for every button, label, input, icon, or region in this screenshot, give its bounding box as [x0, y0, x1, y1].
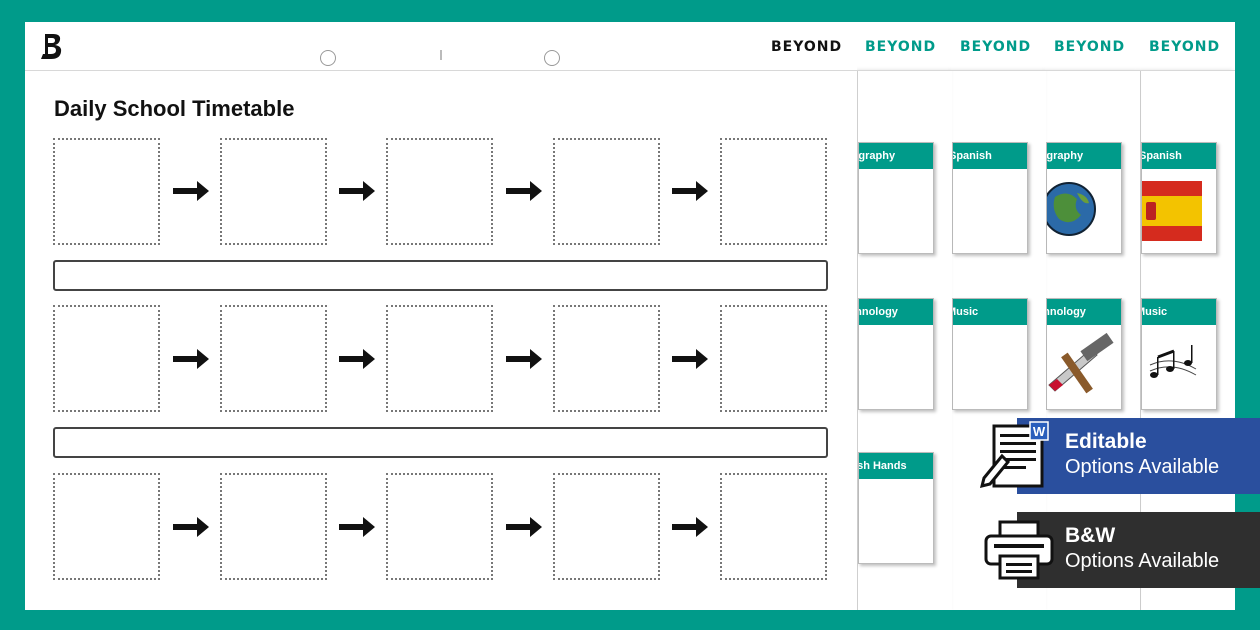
- badge-subtitle: Options Available: [1065, 456, 1220, 478]
- binder-hole: [544, 50, 560, 66]
- card-label: Spanish: [952, 150, 992, 162]
- arrow-right-icon: [672, 181, 708, 201]
- timetable-box: [720, 473, 827, 580]
- arrow-right-icon: [339, 181, 375, 201]
- beyond-tab: BEYOND: [1149, 39, 1221, 55]
- arrow-right-icon: [173, 181, 209, 201]
- globe-icon: [1047, 182, 1096, 236]
- card-wash-hands-empty: Wash Hands: [858, 452, 934, 564]
- divider-bar: [53, 260, 828, 291]
- arrow-right-icon: [339, 517, 375, 537]
- beyond-tab: BEYOND: [960, 39, 1032, 55]
- card-geography: Geography: [1046, 142, 1122, 254]
- preview-frame: Spanish Music Geography: [25, 22, 1235, 610]
- card-music-empty: Music: [952, 298, 1028, 410]
- music-notes-icon: [1149, 345, 1197, 378]
- timetable-box: [220, 305, 327, 412]
- back-page-1: Geography Technology Wash Hands: [857, 70, 952, 610]
- timetable-box: [720, 305, 827, 412]
- timetable-box: [53, 473, 160, 580]
- badge-title: Editable: [1065, 430, 1147, 453]
- timetable-box: [386, 473, 493, 580]
- arrow-right-icon: [173, 517, 209, 537]
- arrow-right-icon: [506, 349, 542, 369]
- timetable-box: [553, 473, 660, 580]
- tools-icon: [1048, 332, 1114, 394]
- timetable-box: [386, 138, 493, 245]
- printer-icon: [984, 520, 1054, 580]
- timetable-box: [53, 138, 160, 245]
- arrow-right-icon: [672, 517, 708, 537]
- card-label: Geography: [858, 150, 896, 162]
- center-mark: [440, 50, 442, 60]
- header-bar: BEYOND BEYOND BEYOND BEYOND BEYOND: [25, 22, 1235, 71]
- timetable-box: [553, 138, 660, 245]
- timetable-box: [220, 473, 327, 580]
- badge-title: B&W: [1065, 524, 1116, 547]
- arrow-right-icon: [672, 349, 708, 369]
- word-document-icon: W: [980, 421, 1049, 489]
- beyond-tab: BEYOND: [1054, 39, 1126, 55]
- card-label: Music: [953, 306, 979, 318]
- card-music: Music: [1141, 298, 1217, 410]
- arrow-right-icon: [339, 349, 375, 369]
- worksheet-title: Daily School Timetable: [54, 96, 295, 121]
- beyond-tab-main: BEYOND: [771, 39, 843, 55]
- card-spanish-empty: Spanish: [952, 142, 1028, 254]
- card-label: Music: [1142, 306, 1168, 318]
- card-geography-empty: Geography: [858, 142, 934, 254]
- card-spanish: Spanish: [1141, 142, 1217, 254]
- back-page-4: Spanish Music: [1140, 70, 1235, 610]
- arrow-right-icon: [506, 517, 542, 537]
- editable-options-badge: Editable Options Available: [1017, 418, 1260, 494]
- beyond-logo-icon: [41, 34, 62, 59]
- badge-subtitle: Options Available: [1065, 550, 1220, 572]
- binder-hole: [320, 50, 336, 66]
- worksheet-page: Daily School Timetable: [25, 22, 857, 610]
- card-technology: Technology: [1046, 298, 1122, 410]
- timetable-box: [386, 305, 493, 412]
- spanish-flag-icon: [1142, 181, 1202, 241]
- card-label: Geography: [1046, 150, 1084, 162]
- card-label: Spanish: [1141, 150, 1182, 162]
- card-label: Technology: [859, 306, 898, 318]
- timetable-box: [53, 305, 160, 412]
- card-label: Technology: [1047, 306, 1086, 318]
- timetable-box: [720, 138, 827, 245]
- card-label: Wash Hands: [858, 460, 907, 472]
- bw-options-badge: B&W Options Available: [1017, 512, 1260, 588]
- beyond-tab: BEYOND: [865, 39, 937, 55]
- arrow-right-icon: [173, 349, 209, 369]
- card-technology-empty: Technology: [858, 298, 934, 410]
- timetable-box: [553, 305, 660, 412]
- divider-bar: [53, 427, 828, 458]
- timetable-box: [220, 138, 327, 245]
- svg-text:W: W: [1033, 424, 1046, 439]
- arrow-right-icon: [506, 181, 542, 201]
- back-page-2: Spanish Music: [951, 70, 1046, 610]
